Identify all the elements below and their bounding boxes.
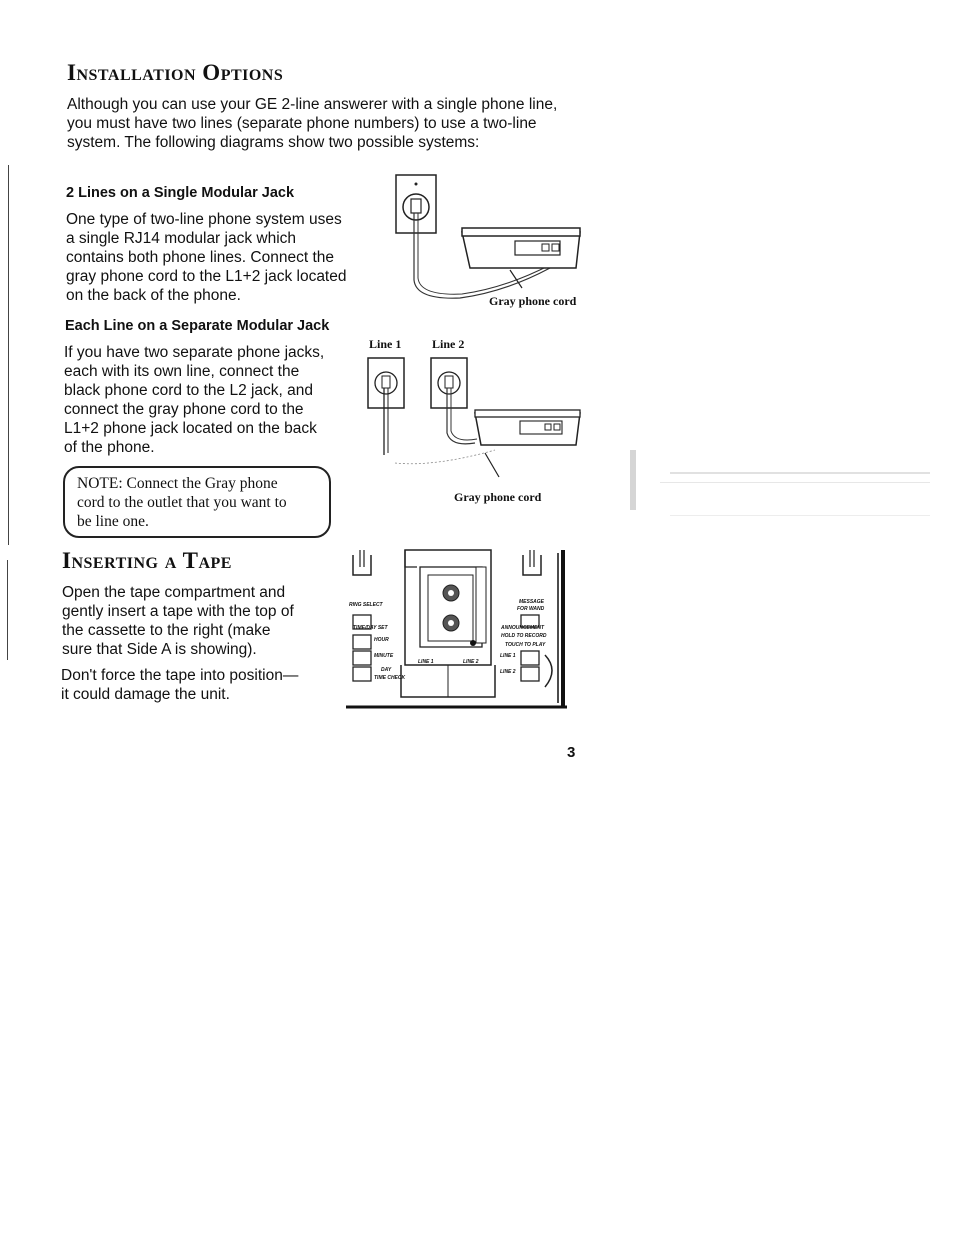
line1-button (520, 650, 540, 666)
for-wand-label: FOR WAND (517, 606, 545, 612)
insert-line-5: Don't force the tape into position— (61, 667, 299, 684)
scan-noise (630, 450, 930, 516)
line2-button (520, 666, 540, 682)
insert-line-4: sure that Side A is showing). (62, 641, 257, 658)
intro-line-1: Although you can use your GE 2-line answ… (67, 96, 558, 113)
line1-label: Line 1 (369, 337, 402, 351)
inserting-para-2: Don't force the tape into position— it c… (61, 666, 298, 704)
intro-line-3: system. The following diagrams show two … (67, 134, 480, 151)
tape-compartment-figure (346, 548, 567, 709)
inserting-tape-heading: Inserting a Tape (62, 548, 232, 573)
insert-line-2: gently insert a tape with the top of (62, 603, 294, 620)
separate-jacks-line-2: each with its own line, connect the (64, 363, 300, 380)
single-jack-subhead: 2 Lines on a Single Modular Jack (66, 185, 295, 201)
insert-line-1: Open the tape compartment and (62, 584, 286, 601)
phone-cord (413, 213, 551, 299)
time-check-label: TIME CHECK (374, 675, 406, 681)
single-jack-line-1: One type of two-line phone system uses (66, 211, 342, 228)
single-jack-line-4: gray phone cord to the L1+2 jack located (66, 268, 347, 285)
day-button (352, 666, 372, 682)
note-box: NOTE: Connect the Gray phone cord to the… (63, 466, 331, 538)
insert-line-6: it could damage the unit. (61, 686, 230, 703)
announcement-label: ANNOUNCEMENT (501, 625, 545, 631)
single-jack-line-3: contains both phone lines. Connect the (66, 249, 334, 266)
installation-options-heading: Installation Options (67, 60, 284, 85)
margin-bar (8, 165, 9, 545)
separate-jacks-line-6: of the phone. (64, 439, 155, 456)
note-line-1: Connect the Gray phone (122, 475, 278, 492)
line2-device-label: LINE 2 (500, 669, 516, 675)
hour-label: HOUR (374, 637, 389, 643)
separate-jacks-line-1: If you have two separate phone jacks, (64, 344, 325, 361)
note-line-3: be line one. (77, 513, 149, 530)
installation-intro: Although you can use your GE 2-line answ… (67, 95, 557, 152)
insert-line-3: the cassette to the right (make (62, 622, 271, 639)
drawer-line2-label: LINE 2 (463, 659, 479, 665)
separate-jacks-text: If you have two separate phone jacks, ea… (64, 343, 324, 457)
message-button (520, 614, 540, 628)
separate-jacks-line-5: L1+2 phone jack located on the back (64, 420, 317, 437)
single-jack-text: One type of two-line phone system uses a… (66, 210, 346, 305)
separate-jacks-line-4: connect the gray phone cord to the (64, 401, 304, 418)
time-day-set-label: TIME/DAY SET (353, 625, 388, 631)
right-hinge-icon (522, 555, 542, 576)
single-jack-line-2: a single RJ14 modular jack which (66, 230, 297, 247)
note-line-2: cord to the outlet that you want to (77, 494, 287, 511)
separate-jacks-figure (367, 357, 581, 478)
intro-line-2: you must have two lines (separate phone … (67, 115, 537, 132)
drawer-line1-label: LINE 1 (418, 659, 434, 665)
page-number: 3 (567, 744, 576, 761)
single-jack-cord-label: Gray phone cord (489, 294, 577, 308)
day-label: DAY (381, 667, 392, 673)
single-jack-line-5: on the back of the phone. (66, 287, 241, 304)
inserting-para-1: Open the tape compartment and gently ins… (62, 583, 294, 659)
hour-button (352, 634, 372, 650)
separate-jacks-subhead: Each Line on a Separate Modular Jack (65, 318, 330, 334)
separate-jacks-line-3: black phone cord to the L2 jack, and (64, 382, 314, 399)
touch-to-play-label: TOUCH TO PLAY (505, 642, 546, 648)
line2-label: Line 2 (432, 337, 465, 351)
hold-to-record-label: HOLD TO RECORD (501, 633, 547, 639)
single-jack-figure (395, 174, 581, 299)
message-label: MESSAGE (519, 599, 545, 605)
left-hinge-icon (352, 555, 372, 576)
note-lead: NOTE: (77, 475, 123, 492)
margin-bar-lower (7, 560, 8, 660)
ring-select-label: RING SELECT (349, 602, 383, 608)
time-day-set-button (352, 614, 372, 630)
minute-button (352, 650, 372, 666)
separate-jacks-cord-label: Gray phone cord (454, 490, 542, 504)
line1-device-label: LINE 1 (500, 653, 516, 659)
minute-label: MINUTE (374, 653, 394, 659)
note-text: NOTE: Connect the Gray phone cord to the… (77, 474, 317, 531)
